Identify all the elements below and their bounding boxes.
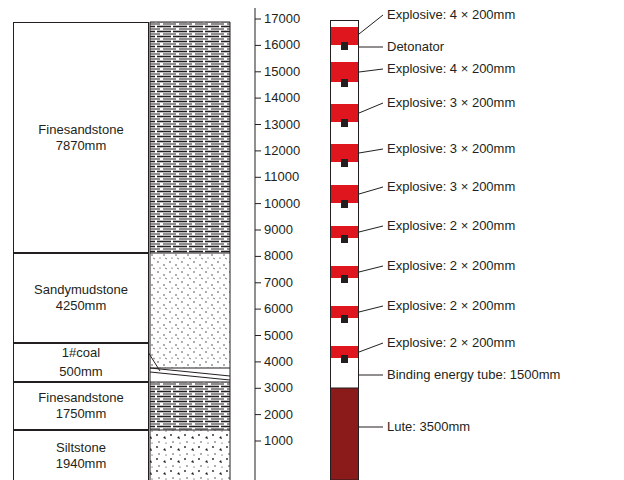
leader-line [359, 103, 383, 113]
leader-line [359, 306, 383, 312]
depth-value: 1000 [264, 433, 293, 449]
detonator [341, 119, 348, 127]
depth-value: 12000 [264, 143, 300, 159]
depth-value: 4000 [264, 354, 293, 370]
layer-name: Siltstone [56, 440, 106, 456]
leader-line [359, 149, 383, 153]
detonator [341, 235, 348, 243]
layer-thickness: 1750mm [56, 406, 107, 422]
depth-value: 13000 [264, 117, 300, 133]
depth-value: 9000 [264, 222, 293, 238]
rock-layer: Finesandstone7870mm [13, 22, 149, 253]
scale-tick [255, 361, 261, 362]
scale-tick [255, 282, 261, 283]
charge-callout: Explosive: 3 × 200mm [387, 95, 515, 111]
rock-layer: Sandymudstone4250mm [13, 253, 149, 343]
scale-tick [255, 203, 261, 204]
detonator [341, 355, 348, 363]
charge-callout: Explosive: 2 × 200mm [387, 218, 515, 234]
depth-value: 15000 [264, 64, 300, 80]
leader-line [359, 375, 383, 376]
borehole-column [331, 21, 359, 480]
charge-callout: Explosive: 4 × 200mm [387, 61, 515, 77]
depth-value: 5000 [264, 328, 293, 344]
layer-name: Finesandstone [38, 390, 123, 406]
depth-value: 11000 [264, 169, 299, 185]
leader-line [359, 343, 383, 352]
depth-value: 10000 [264, 196, 300, 212]
leader-line [359, 266, 383, 272]
tube-callout: Binding energy tube: 1500mm [387, 367, 560, 383]
depth-value: 2000 [264, 407, 293, 423]
scale-tick [255, 335, 261, 336]
detonator [341, 159, 348, 167]
leader-line [359, 226, 383, 232]
layer-name: Finesandstone [38, 122, 123, 138]
rock-layer: Siltstone1940mm [13, 430, 149, 480]
scale-tick [255, 19, 261, 20]
layer-thickness: 4250mm [56, 298, 107, 314]
scale-tick [255, 98, 261, 99]
layer-thickness: 7870mm [56, 138, 107, 154]
charges [331, 27, 358, 363]
depth-scale [255, 8, 261, 480]
charge-callout: Explosive: 3 × 200mm [387, 141, 515, 157]
scale-tick [255, 441, 261, 442]
scale-tick [255, 388, 261, 389]
scale-tick [255, 309, 261, 310]
layer-name: 1#coal [62, 345, 100, 361]
leader-line [359, 15, 383, 34]
charge-callout: Explosive: 3 × 200mm [387, 179, 515, 195]
scale-tick [255, 177, 261, 178]
charge-callout: Explosive: 4 × 200mm [387, 7, 515, 23]
scale-tick [255, 230, 261, 231]
layer-name: Sandymudstone [34, 282, 128, 298]
detonator [341, 315, 348, 323]
charge-callout: Explosive: 2 × 200mm [387, 298, 515, 314]
depth-value: 17000 [264, 11, 300, 27]
rock-layer: 1#coal 500mm [13, 343, 149, 382]
detonator [341, 200, 348, 208]
layer-thickness: 500mm [59, 364, 102, 380]
depth-value: 3000 [264, 380, 293, 396]
charge-callout: Explosive: 2 × 200mm [387, 335, 515, 351]
detonator [341, 275, 348, 283]
detonator [341, 79, 348, 87]
leader-lines [359, 15, 383, 427]
lithology-strip [148, 22, 230, 480]
leader-line [359, 69, 383, 72]
depth-value: 6000 [264, 301, 293, 317]
detonator-callout: Detonator [387, 39, 444, 55]
lute-callout: Lute: 3500mm [387, 419, 470, 435]
depth-value: 16000 [264, 37, 300, 53]
rock-layer: Finesandstone1750mm [13, 382, 149, 430]
depth-value: 8000 [264, 248, 293, 264]
depth-value: 7000 [264, 275, 293, 291]
scale-tick [255, 150, 261, 151]
scale-tick [255, 256, 261, 257]
charge-callout: Explosive: 2 × 200mm [387, 258, 515, 274]
leader-line [359, 427, 383, 428]
leader-line [359, 47, 383, 48]
scale-tick [255, 71, 261, 72]
detonator [341, 42, 348, 50]
scale-tick [255, 414, 261, 415]
lute-plug [331, 388, 359, 480]
leader-line [359, 187, 383, 194]
scale-tick [255, 45, 261, 46]
depth-value: 14000 [264, 90, 300, 106]
scale-tick [255, 124, 261, 125]
layer-thickness: 1940mm [56, 456, 107, 472]
